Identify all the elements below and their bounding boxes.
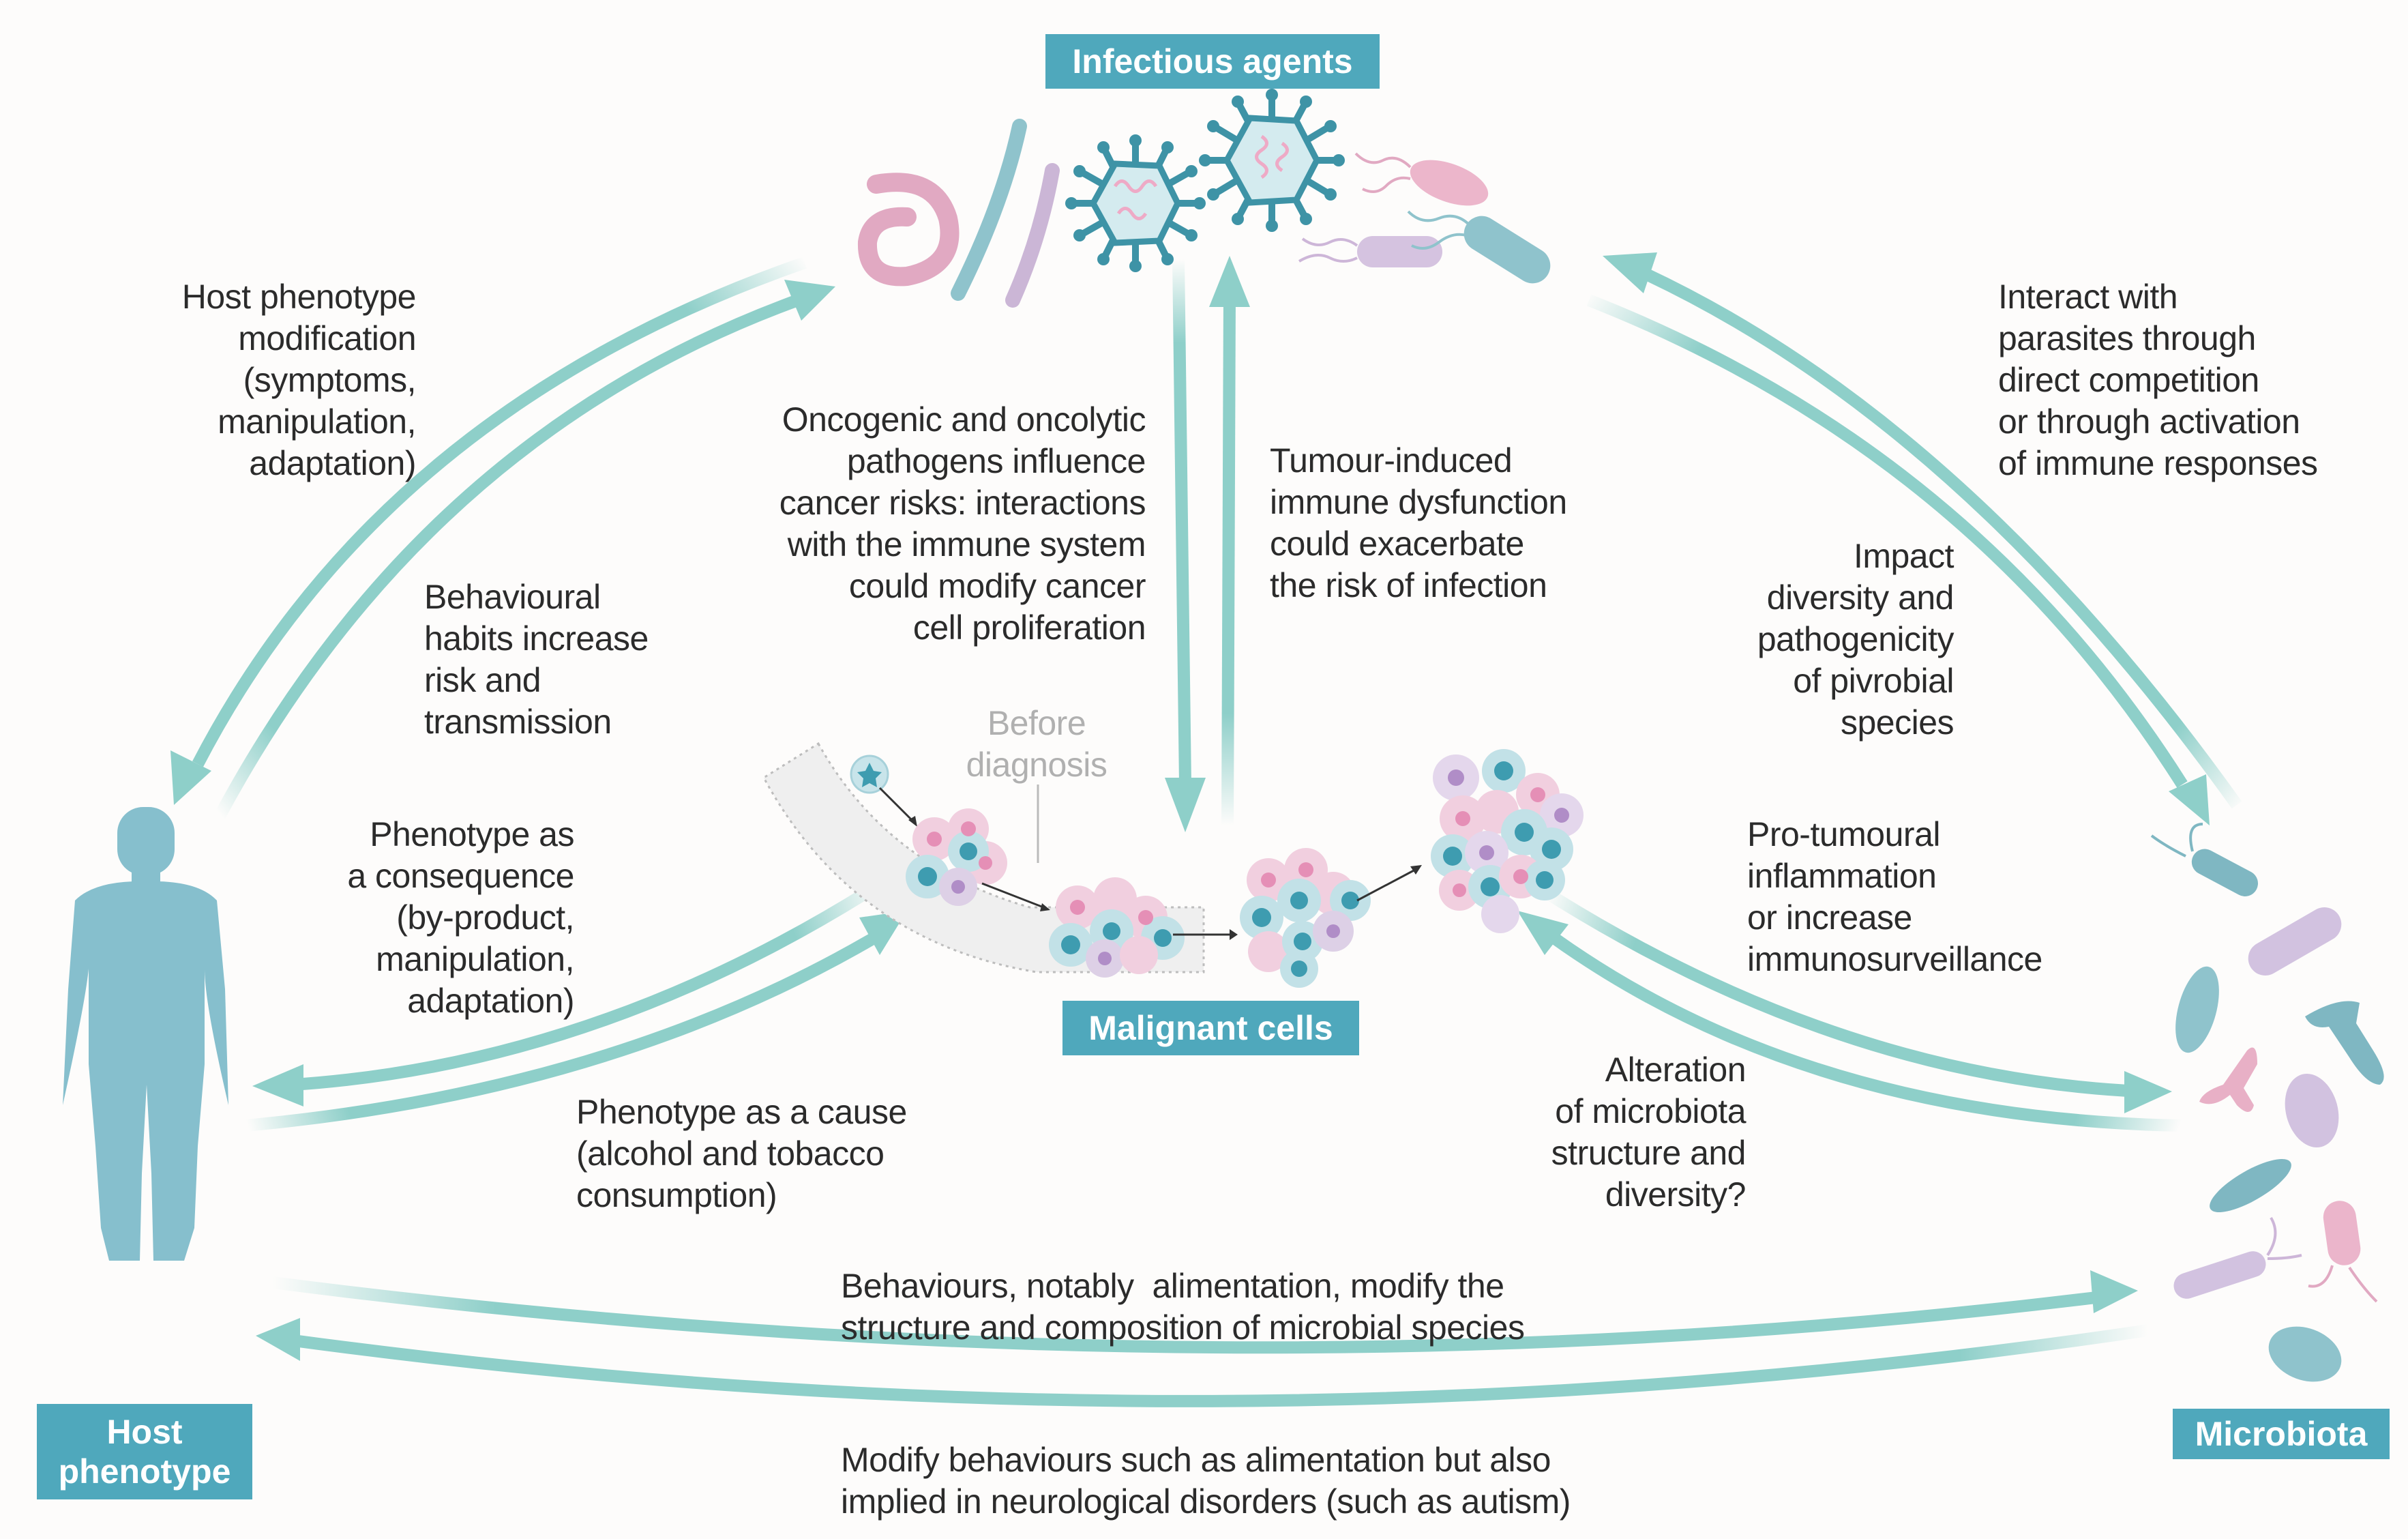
- bacterium-kidney-teal-icon: [2268, 1326, 2342, 1382]
- bacterium-flagellate-teal-icon: [2150, 823, 2259, 896]
- arrow-microbiota-to-infectious: [1603, 252, 2242, 809]
- cell-cluster-tumour: [1431, 749, 1584, 933]
- annotation-host-phenotype-modification: Host phenotype modification (symptoms, m…: [181, 278, 417, 482]
- annotation-alteration-microbiota: Alteration of microbiota structure and d…: [1551, 1051, 1746, 1214]
- arrow-malignant-to-microbiota: [1545, 888, 2172, 1113]
- annotation-tumour-induced: Tumour-induced immune dysfunction could …: [1270, 441, 1567, 604]
- spiral-worm-icon: [857, 173, 960, 287]
- arrow-malignant-to-host: [252, 875, 890, 1106]
- arrow-microbiota-to-malignant: [1517, 911, 2183, 1132]
- rod-worm-teal-icon: [951, 119, 1027, 301]
- annotation-oncogenic-pathogens: Oncogenic and oncolytic pathogens influe…: [779, 400, 1146, 647]
- arrow-microbiota-to-host: [256, 1318, 2150, 1407]
- annotation-before-diagnosis: Before diagnosis: [966, 704, 1108, 784]
- rod-worm-lilac-icon: [1005, 163, 1060, 308]
- bacterium-y-shape-pink-icon: [2199, 1047, 2257, 1112]
- bacterium-oval-teal-icon: [2175, 966, 2219, 1053]
- annotation-phenotype-consequence: Phenotype as a consequence (by-product, …: [347, 815, 574, 1020]
- microbiota-illustration: [2150, 823, 2384, 1382]
- bacterium-spiky-lilac-icon: [2173, 1216, 2302, 1299]
- annotation-interact-with-parasites: Interact with parasites through direct c…: [1998, 278, 2318, 482]
- annotation-phenotype-cause: Phenotype as a cause (alcohol and tobacc…: [576, 1093, 907, 1214]
- microbiota-label: Microbiota: [2173, 1409, 2390, 1459]
- cell-cluster-medium: [1049, 877, 1185, 978]
- infectious-agents-illustration: [857, 89, 1551, 308]
- bacterium-spiky-pink-icon: [2308, 1201, 2378, 1303]
- human-silhouette-icon: [63, 807, 228, 1261]
- arrow-infectious-to-malignant: [1165, 259, 1206, 832]
- bacterium-teal-icon: [1407, 210, 1551, 284]
- single-cell-icon: [850, 754, 889, 794]
- annotation-behaviours-alimentation: Behaviours, notably alimentation, modify…: [841, 1267, 1525, 1347]
- annotation-pro-tumoural: Pro-tumoural inflammation or increase im…: [1747, 815, 2042, 978]
- cell-cluster-small: [906, 808, 1007, 906]
- annotation-impact-diversity: Impact diversity and pathogenicity of pi…: [1757, 537, 1954, 742]
- virus-icon: [1065, 134, 1206, 272]
- bacterium-dumbbell-lilac-icon: [2248, 907, 2342, 976]
- arrow-malignant-to-infectious: [1209, 256, 1250, 826]
- arrow-host-to-malignant: [245, 911, 907, 1132]
- bacterium-lilac-icon: [1298, 236, 1442, 267]
- cell-cluster-large: [1240, 848, 1371, 988]
- bacterium-y-shape-teal-icon: [2305, 1001, 2384, 1085]
- arrow-host-to-microbiota: [271, 1270, 2138, 1354]
- bacterium-rod-teal-icon: [2210, 1159, 2291, 1212]
- annotation-modify-behaviours: Modify behaviours such as alimentation b…: [841, 1441, 1571, 1521]
- arrow-host-to-infectious: [213, 280, 835, 822]
- malignant-cells-label: Malignant cells: [1062, 1001, 1359, 1055]
- arrow-infectious-to-microbiota: [1586, 294, 2210, 825]
- bacterium-diplococcus-lilac-icon: [2285, 1073, 2339, 1148]
- bacterium-pink-icon: [1354, 152, 1489, 206]
- annotation-behavioural-habits: Behavioural habits increase risk and tra…: [424, 578, 649, 741]
- host-phenotype-label: Host phenotype: [37, 1404, 252, 1499]
- malignant-cells-illustration: [762, 742, 1584, 988]
- infectious-agents-label: Infectious agents: [1045, 34, 1380, 89]
- arrow-infectious-to-host: [170, 256, 807, 805]
- virus-icon: [1199, 89, 1345, 232]
